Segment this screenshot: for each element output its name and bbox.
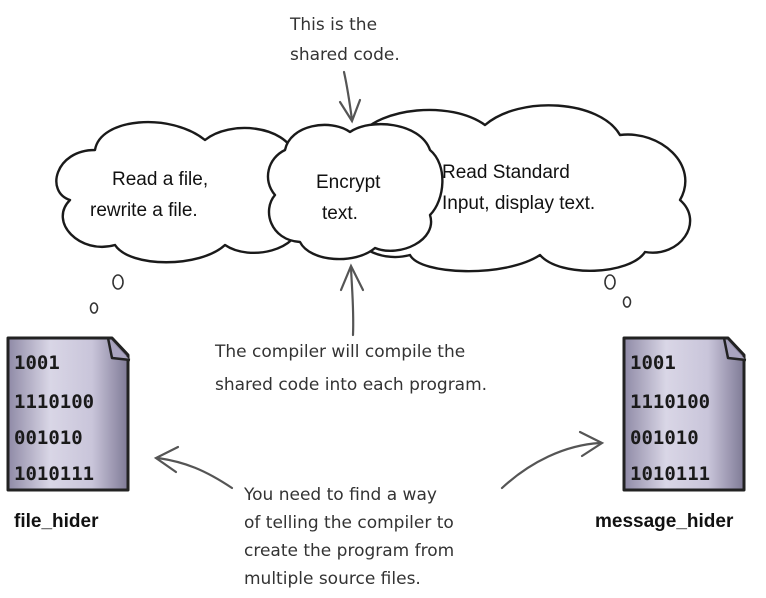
compiler-note-line-1: The compiler will compile the xyxy=(214,342,465,362)
file-hider-binary-2: 1110100 xyxy=(14,391,94,413)
message-hider-binary-2: 1110100 xyxy=(630,391,710,413)
message-hider-binary-1: 1001 xyxy=(630,352,676,374)
cloud-center xyxy=(266,122,444,261)
message-hider-binary-3: 001010 xyxy=(630,427,699,449)
find-way-note-line-2: of telling the compiler to xyxy=(244,513,454,533)
cloud-left xyxy=(55,120,316,264)
shared-code-arrow xyxy=(338,70,362,124)
file-hider-binary-4: 1010111 xyxy=(14,463,94,485)
cloud-right-line-1: Read Standard xyxy=(442,162,570,183)
message-hider-label: message_hider xyxy=(595,511,734,532)
compiler-note-line-2: shared code into each program. xyxy=(215,375,487,395)
find-way-note-line-4: multiple source files. xyxy=(244,569,421,589)
thought-bubbles-left xyxy=(89,274,124,314)
cloud-right-line-2: Input, display text. xyxy=(442,193,595,214)
cloud-center-line-1: Encrypt xyxy=(316,172,381,193)
cloud-left-line-1: Read a file, xyxy=(112,169,208,190)
shared-code-note-line-1: This is the xyxy=(289,15,377,35)
shared-code-note-line-2: shared code. xyxy=(290,45,400,65)
find-way-note-line-3: create the program from xyxy=(244,541,454,561)
file-hider-binary-3: 001010 xyxy=(14,427,83,449)
cloud-left-line-2: rewrite a file. xyxy=(90,200,198,221)
message-hider-document-icon xyxy=(622,336,747,492)
cloud-center-line-2: text. xyxy=(322,203,358,224)
arrow-to-message-hider xyxy=(500,430,605,490)
find-way-note-line-1: You need to find a way xyxy=(243,485,437,505)
compile-arrow xyxy=(339,263,365,337)
file-hider-binary-1: 1001 xyxy=(14,352,60,374)
file-hider-document-icon xyxy=(6,336,131,492)
message-hider-binary-4: 1010111 xyxy=(630,463,710,485)
arrow-to-file-hider xyxy=(153,445,234,490)
file-hider-label: file_hider xyxy=(14,511,99,532)
thought-bubbles-right xyxy=(604,274,632,308)
